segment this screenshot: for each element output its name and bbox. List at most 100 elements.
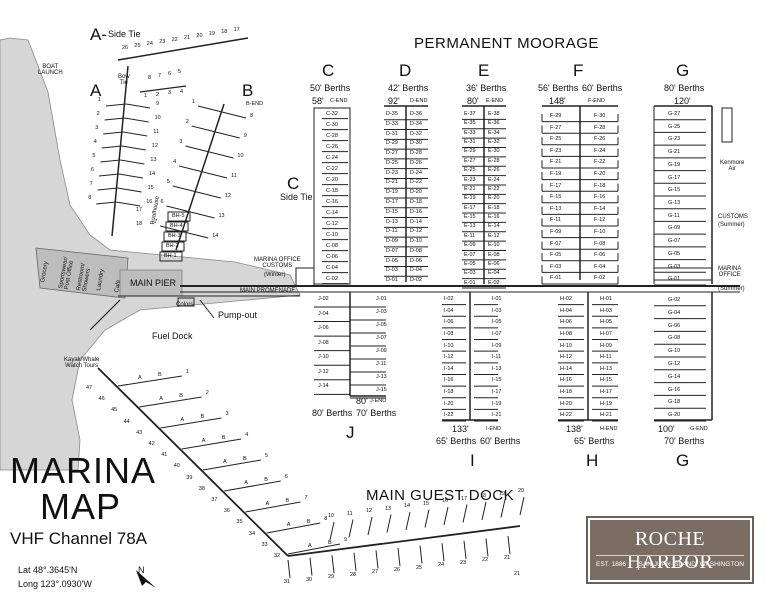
winter-label: (Winter) xyxy=(264,272,286,278)
slip-b: 14 xyxy=(212,233,219,239)
guest-finger xyxy=(329,521,335,541)
logo-location: SAN JUAN ISLAND, WASHINGTON xyxy=(638,561,744,568)
slip-h: H-15 xyxy=(600,377,612,384)
dock-finger xyxy=(172,185,197,193)
guest-finger xyxy=(519,496,525,516)
slip-e: E-26 xyxy=(488,167,500,174)
longitude: Long 123°.0930'W xyxy=(18,579,92,589)
dock-finger xyxy=(196,191,221,199)
guest-slip-number: 9 xyxy=(344,537,348,543)
guest-slip-number: 23 xyxy=(460,559,467,566)
slip-f: F-25 xyxy=(550,136,562,143)
side-tie-c-label: Side Tie xyxy=(280,192,313,202)
guest-dock-main xyxy=(287,525,521,557)
dock-b-end: B-END xyxy=(246,101,264,107)
guest-finger xyxy=(202,459,262,471)
slip-a-bow: 2 xyxy=(156,91,160,98)
slip-f: F-07 xyxy=(550,240,562,247)
slip-d: D-12 xyxy=(410,228,422,235)
slip-e: E-24 xyxy=(488,176,500,183)
guest-slip-number: 5 xyxy=(265,453,269,459)
slip-g: G-23 xyxy=(668,136,681,143)
dock-h-end: H-END xyxy=(600,426,618,432)
colors-platform xyxy=(177,297,195,307)
slip-f: F-30 xyxy=(594,113,606,119)
dock-finger xyxy=(100,159,121,163)
pump-out-dock xyxy=(199,299,215,319)
slip-e: E-25 xyxy=(464,167,476,174)
slip-j: J-04 xyxy=(318,310,329,317)
dock-finger xyxy=(101,145,122,149)
boathouse-label: BH-1 xyxy=(164,253,177,259)
guest-slip-number: 41 xyxy=(161,452,168,459)
boathouse-slip xyxy=(159,251,183,262)
slip-j: J-02 xyxy=(318,296,329,302)
dock-finger xyxy=(197,105,223,113)
kenmore-air-dock xyxy=(721,107,733,143)
slip-f: F-06 xyxy=(594,252,606,259)
slip-d: D-22 xyxy=(410,179,422,186)
slip-a-side: 25 xyxy=(134,43,141,49)
slip-i: I-04 xyxy=(444,307,454,314)
guest-slip-number: 20 xyxy=(518,488,525,494)
guest-slip-number: 39 xyxy=(186,474,193,481)
slip-h: H-05 xyxy=(600,319,612,326)
guest-slip-number: 35 xyxy=(236,519,243,526)
guest-slip-number: 42 xyxy=(148,441,155,447)
slip-e: E-23 xyxy=(464,176,476,183)
dock-j-berths-right: 70' Berths xyxy=(356,408,397,418)
slip-h: H-22 xyxy=(560,412,572,419)
slip-e: E-04 xyxy=(488,270,500,277)
bow-tie-label: Bow Tie xyxy=(118,74,130,86)
guest-slip-letter: B xyxy=(306,519,311,525)
guest-slip-number: 38 xyxy=(198,485,205,492)
dock-g-berths-bottom: 70' Berths xyxy=(664,436,705,446)
slip-d: D-01 xyxy=(386,277,398,284)
guest-slip-number: 44 xyxy=(123,418,130,425)
slip-g: G-14 xyxy=(668,373,681,380)
guest-slip-letter: B xyxy=(285,498,290,504)
guest-finger xyxy=(160,417,222,429)
dock-finger xyxy=(98,173,120,177)
slip-f: F-18 xyxy=(594,182,606,189)
dock-g-end: G-END xyxy=(690,426,708,432)
guest-slip-letter: B xyxy=(158,372,162,378)
side-tie-a-label: Side Tie xyxy=(108,29,141,39)
guest-finger xyxy=(348,519,354,538)
slip-d: D-06 xyxy=(410,257,422,264)
slip-i: I-12 xyxy=(444,354,454,361)
dock-g-letter-bottom: G xyxy=(676,451,690,470)
slip-d: D-05 xyxy=(386,257,398,264)
main-guest-dock-title: MAIN GUEST DOCK xyxy=(366,487,515,504)
slip-e: E-18 xyxy=(488,204,500,211)
slip-c: C-22 xyxy=(326,165,338,172)
slip-d: D-27 xyxy=(386,150,398,157)
slip-c: C-16 xyxy=(326,198,338,205)
guest-finger xyxy=(500,499,506,518)
slip-a-side: 17 xyxy=(233,27,240,33)
slip-f: F-20 xyxy=(594,171,606,177)
slip-e: E-08 xyxy=(488,251,500,258)
guest-slip-letter: A xyxy=(201,438,206,444)
slip-d: D-23 xyxy=(386,169,398,176)
slip-b: 4 xyxy=(173,159,177,165)
slip-j: J-13 xyxy=(376,374,387,380)
guest-slip-letter: A xyxy=(159,396,163,402)
dock-g-length-bottom: 100' xyxy=(658,424,675,434)
boathouse-slip xyxy=(167,211,191,222)
slip-f: F-03 xyxy=(550,263,562,270)
dock-e-length: 80' xyxy=(467,96,479,106)
slip-f: F-12 xyxy=(594,217,606,224)
slip-d: D-04 xyxy=(410,267,422,274)
dock-f-length: 148' xyxy=(549,96,566,106)
slip-h: H-04 xyxy=(560,307,572,314)
guest-slip-letter: A xyxy=(138,375,142,381)
slip-e: E-35 xyxy=(464,120,476,127)
slip-g: G-21 xyxy=(668,149,681,156)
dock-finger xyxy=(221,111,247,119)
dock-finger xyxy=(215,131,240,139)
slip-a-bow: 7 xyxy=(158,73,162,79)
guest-slip-letter: B xyxy=(179,393,183,399)
slip-i: I-21 xyxy=(492,412,502,419)
shoreline-land xyxy=(0,37,301,471)
